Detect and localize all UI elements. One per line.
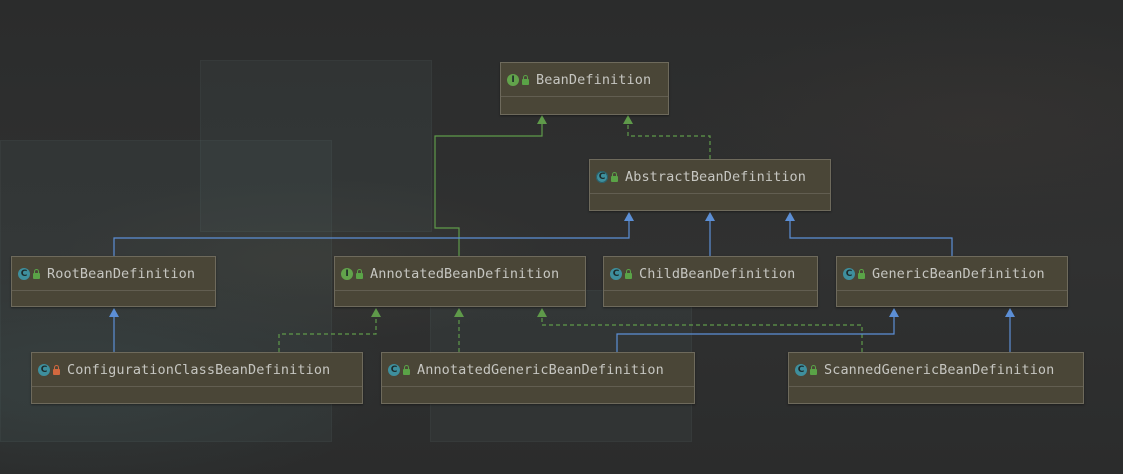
class-icon: C xyxy=(610,267,622,280)
public-visibility-icon xyxy=(522,74,529,85)
edge-child-to-abstract xyxy=(705,212,715,256)
edge-annotatedgeneric-to-generic xyxy=(616,308,899,352)
public-visibility-icon xyxy=(858,268,865,279)
public-visibility-icon xyxy=(611,171,618,182)
node-label: ConfigurationClassBeanDefinition xyxy=(67,361,331,378)
node-header: I BeanDefinition xyxy=(501,63,668,97)
node-label: GenericBeanDefinition xyxy=(872,265,1045,282)
interface-icon: I xyxy=(341,267,353,280)
node-label: ChildBeanDefinition xyxy=(639,265,796,282)
class-icon: C xyxy=(18,267,30,280)
abstract-class-icon: C xyxy=(596,170,608,183)
node-generic-bean-definition[interactable]: C GenericBeanDefinition xyxy=(836,256,1068,307)
class-icon: C xyxy=(843,267,855,280)
edge-configclass-to-root xyxy=(109,308,119,352)
node-scanned-generic-bean-definition[interactable]: C ScannedGenericBeanDefinition xyxy=(788,352,1084,404)
node-label: AnnotatedGenericBeanDefinition xyxy=(417,361,664,378)
node-label: RootBeanDefinition xyxy=(47,265,196,282)
background-shelf-shape xyxy=(200,60,432,232)
node-header: C ChildBeanDefinition xyxy=(604,257,817,291)
node-label: ScannedGenericBeanDefinition xyxy=(824,361,1055,378)
edge-scanned-to-annotated xyxy=(537,308,863,352)
edge-abstract-to-beandefinition xyxy=(623,115,711,159)
node-header: I AnnotatedBeanDefinition xyxy=(335,257,585,291)
node-bean-definition[interactable]: I BeanDefinition xyxy=(500,62,669,115)
class-icon: C xyxy=(388,363,400,376)
public-visibility-icon xyxy=(33,268,40,279)
edge-configclass-to-annotated xyxy=(278,308,381,352)
node-child-bean-definition[interactable]: C ChildBeanDefinition xyxy=(603,256,818,307)
edge-generic-to-abstract xyxy=(785,212,953,256)
node-header: C ScannedGenericBeanDefinition xyxy=(789,353,1083,387)
node-header: C AnnotatedGenericBeanDefinition xyxy=(382,353,694,387)
node-label: AnnotatedBeanDefinition xyxy=(370,265,560,282)
node-annotated-generic-bean-definition[interactable]: C AnnotatedGenericBeanDefinition xyxy=(381,352,695,404)
class-icon: C xyxy=(795,363,807,376)
node-root-bean-definition[interactable]: C RootBeanDefinition xyxy=(11,256,216,307)
node-header: C ConfigurationClassBeanDefinition xyxy=(32,353,362,387)
public-visibility-icon xyxy=(810,364,817,375)
private-visibility-icon xyxy=(53,364,60,375)
interface-icon: I xyxy=(507,73,519,86)
public-visibility-icon xyxy=(625,268,632,279)
edge-annotated-to-beandefinition xyxy=(434,115,547,256)
node-header: C GenericBeanDefinition xyxy=(837,257,1067,291)
node-configuration-class-bean-definition[interactable]: C ConfigurationClassBeanDefinition xyxy=(31,352,363,404)
node-label: BeanDefinition xyxy=(536,71,652,88)
node-annotated-bean-definition[interactable]: I AnnotatedBeanDefinition xyxy=(334,256,586,307)
edge-annotatedgeneric-to-annotated xyxy=(454,308,464,352)
node-header: C RootBeanDefinition xyxy=(12,257,215,291)
node-label: AbstractBeanDefinition xyxy=(625,168,807,185)
edge-scanned-to-generic xyxy=(1005,308,1015,352)
public-visibility-icon xyxy=(356,268,363,279)
public-visibility-icon xyxy=(403,364,410,375)
edge-root-to-abstract xyxy=(113,212,634,256)
node-abstract-bean-definition[interactable]: C AbstractBeanDefinition xyxy=(589,159,831,211)
class-icon: C xyxy=(38,363,50,376)
node-header: C AbstractBeanDefinition xyxy=(590,160,830,194)
